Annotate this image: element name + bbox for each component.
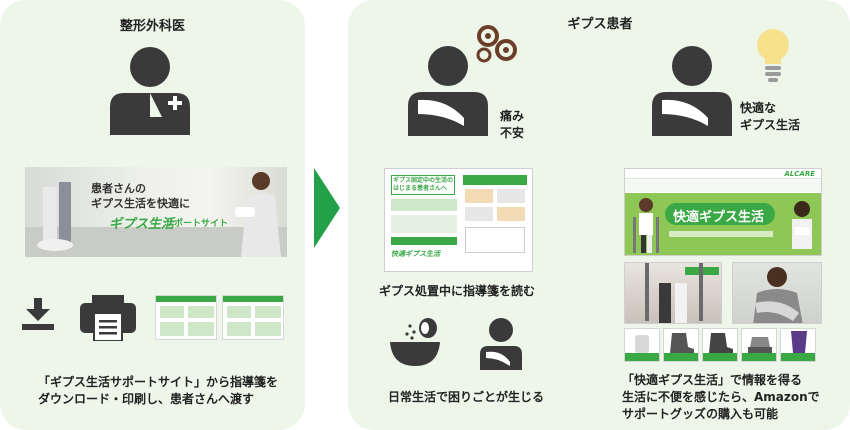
doctor-icon [110, 47, 190, 135]
product-thumbnail [702, 328, 738, 362]
patient-small-icon [480, 318, 522, 370]
banner-brand: ギプス生活 [109, 217, 175, 232]
patient-title: ギプス患者 [567, 17, 633, 32]
alcare-logo: ALCARE [784, 170, 815, 178]
doctor-title: 整形外科医 [119, 19, 185, 34]
worry-swirl-icon [476, 25, 517, 63]
website-hero-title: 快適ギプス生活 [673, 210, 765, 225]
lightbulb-icon [757, 29, 789, 82]
patient-icon [408, 46, 488, 136]
worry-label: 痛み 不安 [500, 109, 525, 140]
banner-brand-sub: サポートサイト [165, 219, 229, 229]
read-leaflet-caption: ギプス処置中に指導箋を読む [379, 284, 536, 298]
doctor-caption: 「ギプス生活サポートサイト」から指導箋を ダウンロード・印刷し、患者さんへ渡す [38, 375, 279, 406]
leaflet-title: ギプス固定中の生活の はじまる患者さんへ [391, 175, 455, 195]
instruction-leaflet: ギプス固定中の生活の はじまる患者さんへ 快適ギプス生活 [384, 168, 533, 272]
leaflet-thumbnail [155, 295, 217, 340]
flow-arrow [314, 168, 340, 248]
comfort-cast-website: ALCARE 快適ギプス生活 [624, 168, 822, 256]
printer-icon [80, 295, 136, 341]
patient-comfortable-icon [652, 46, 732, 136]
daily-life-caption: 日常生活で困りごとが生じる [388, 390, 545, 404]
crutch-photo [624, 262, 722, 324]
product-thumbnail [780, 328, 816, 362]
product-thumbnail [624, 328, 660, 362]
product-thumbnail [741, 328, 777, 362]
banner-caption: 患者さんの ギプス生活を快適に [91, 182, 190, 210]
basin-icon [390, 318, 440, 366]
support-site-banner: 患者さんの ギプス生活を快適に ギプス生活 サポートサイト [25, 167, 287, 257]
comfort-label: 快適な ギプス生活 [740, 101, 801, 132]
leaflet-brand: 快適ギプス生活 [391, 250, 440, 258]
patient-caption: 「快適ギプス生活」で情報を得る 生活に不便を感じたら、Amazonで サポートグ… [622, 373, 820, 421]
sling-photo [732, 262, 822, 324]
download-icon [22, 298, 54, 330]
product-thumbnail [663, 328, 699, 362]
leaflet-thumbnail [222, 295, 284, 340]
